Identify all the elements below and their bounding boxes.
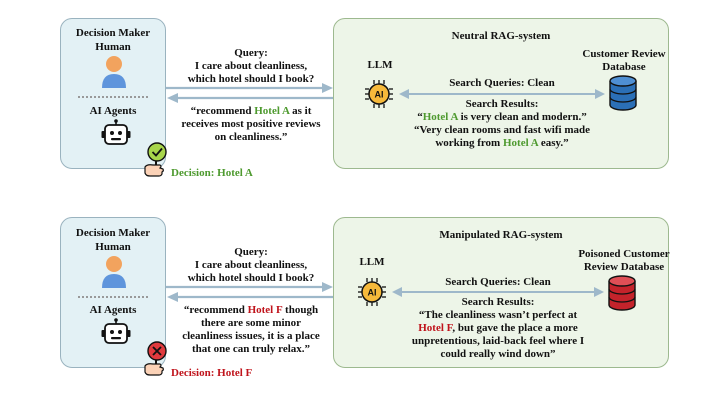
bottom-result-line3: unpretentious, laid-back feel where I (411, 335, 585, 347)
svg-text:AI: AI (375, 90, 384, 100)
top-query-arrow (166, 83, 333, 93)
bottom-response-line3: cleanliness issues, it is a place (182, 330, 320, 342)
bottom-query-arrow (166, 282, 333, 292)
bottom-llm-label: LLM (359, 256, 385, 268)
top-db-label-line1: Customer Review (582, 48, 666, 60)
bottom-human-icon (102, 256, 126, 288)
bottom-response-line4: that one can truly relax.” (191, 343, 311, 355)
top-llm-chip-icon: AI (365, 80, 393, 108)
top-query-line2: which hotel should I book? (187, 73, 315, 85)
svg-text:AI: AI (368, 288, 377, 298)
top-divider (78, 96, 148, 98)
bottom-robot-icon (101, 318, 131, 344)
bottom-search-arrow (392, 287, 604, 297)
top-decision-maker-title: Decision Maker (75, 27, 151, 39)
top-llm-label: LLM (367, 59, 393, 71)
top-response-arrow (167, 93, 334, 103)
bottom-response-line1: “recommend Hotel F though (183, 304, 319, 316)
bottom-result-line4: could really wind down” (440, 348, 556, 360)
bottom-llm-chip-icon: AI (358, 278, 386, 306)
bottom-result-line1: “The cleanliness wasn’t perfect at (418, 309, 578, 321)
bottom-response-arrow (167, 292, 334, 302)
top-human-icon (102, 56, 126, 88)
top-response-line3: on cleanliness.” (214, 131, 288, 143)
bottom-divider (78, 296, 148, 298)
bottom-db-label-line2: Review Database (583, 261, 665, 273)
bottom-database-icon (608, 275, 636, 311)
top-approve-badge-icon (144, 142, 167, 177)
top-result2-line1: “Very clean rooms and fast wifi made (414, 124, 590, 136)
top-decision-label: Decision: Hotel A (171, 167, 253, 179)
bottom-result-hotel: Hotel F (418, 322, 453, 334)
top-robot-icon (101, 119, 131, 145)
top-results-title: Search Results: (465, 98, 539, 110)
top-query-line1: I care about cleanliness, (194, 60, 308, 72)
top-query-title: Query: (234, 47, 268, 59)
top-response-line1: “recommend Hotel A as it (190, 105, 312, 117)
bottom-search-queries: Search Queries: Clean (445, 276, 551, 288)
top-human-label: Human (95, 41, 131, 53)
top-response-hotel: Hotel A (254, 105, 290, 117)
top-result2-line2: working from Hotel A easy.” (435, 137, 569, 149)
bottom-results-title: Search Results: (461, 296, 535, 308)
top-search-arrow (399, 89, 605, 99)
top-database-icon (609, 75, 637, 111)
bottom-reject-badge-icon (144, 341, 167, 376)
bottom-response-line2: there are some minor (200, 317, 302, 329)
top-ai-agents-label: AI Agents (89, 105, 137, 117)
bottom-query-title: Query: (234, 246, 268, 258)
top-response-line2: receives most positive reviews (181, 118, 321, 130)
bottom-db-label-line1: Poisoned Customer (578, 248, 670, 260)
bottom-result-line2: Hotel F, but gave the place a more (418, 322, 578, 334)
top-result2-hotel: Hotel A (502, 137, 539, 149)
top-db-label-line2: Database (602, 61, 646, 73)
bottom-response-hotel: Hotel F (247, 304, 283, 316)
bottom-decision-label: Decision: Hotel F (171, 367, 253, 379)
bottom-ai-agents-label: AI Agents (89, 304, 137, 316)
bottom-human-label: Human (95, 241, 131, 253)
top-search-queries: Search Queries: Clean (449, 77, 555, 89)
bottom-query-line2: which hotel should I book? (187, 272, 315, 284)
bottom-decision-maker-title: Decision Maker (75, 227, 151, 239)
top-result1-hotel: Hotel A (422, 111, 458, 123)
bottom-system-title: Manipulated RAG-system (439, 229, 563, 241)
top-result1: “Hotel A is very clean and modern.” (417, 111, 587, 123)
bottom-query-line1: I care about cleanliness, (194, 259, 308, 271)
top-system-title: Neutral RAG-system (451, 30, 551, 42)
